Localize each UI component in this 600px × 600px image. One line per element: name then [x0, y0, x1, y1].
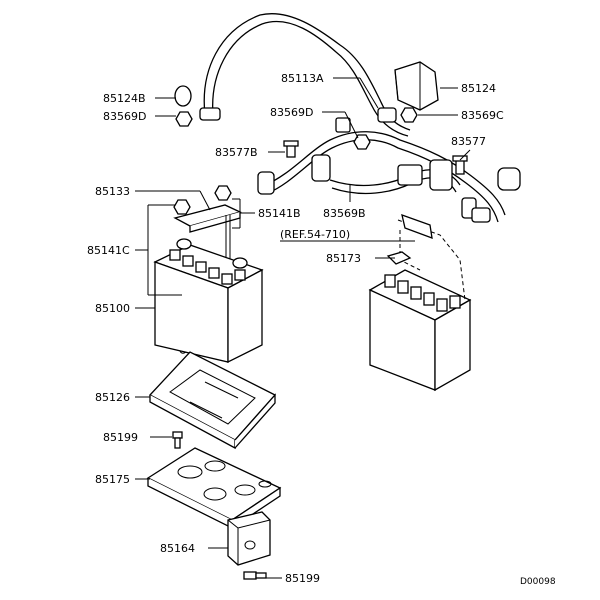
label-85100: 85100: [95, 302, 130, 315]
label-85141b: 85141B: [258, 207, 301, 220]
label-ref: (REF.54-710): [280, 228, 350, 241]
label-85124b: 85124B: [103, 92, 146, 105]
label-83577: 83577: [451, 135, 486, 148]
label-83569d-mid: 83569D: [270, 106, 313, 119]
bracket-85164: [227, 511, 271, 566]
label-85173: 85173: [326, 252, 361, 265]
label-83569d: 83569D: [103, 110, 146, 123]
drawing-number: D00098: [520, 577, 556, 587]
label-85133: 85133: [95, 185, 130, 198]
nut-hold-down: [173, 185, 232, 215]
bolt-85199: [172, 431, 183, 449]
tray-bracket-85175: [146, 447, 282, 530]
terminal-cover-85124b: [174, 85, 192, 107]
nut-83569d-mid: [353, 134, 371, 150]
label-85199-bottom: 85199: [285, 572, 320, 585]
battery-reference: [368, 213, 472, 392]
terminal-cover-85124: [394, 61, 439, 111]
label-83577b: 83577B: [215, 146, 258, 159]
bolt-83577b: [283, 140, 299, 158]
battery-tray-85126: [148, 351, 277, 450]
label-83569c: 83569C: [461, 109, 504, 122]
label-85124: 85124: [461, 82, 496, 95]
battery-85100: [153, 238, 264, 364]
label-85175: 85175: [95, 473, 130, 486]
label-85113a: 85113A: [281, 72, 324, 85]
wiring-harness-85113a: [199, 13, 521, 223]
label-85141c: 85141C: [87, 244, 130, 257]
nut-83569c: [400, 107, 418, 123]
bolt-85199-bottom: [243, 571, 267, 580]
label-83569b: 83569B: [323, 207, 366, 220]
battery-hold-down-85133: [173, 204, 242, 233]
label-85164: 85164: [160, 542, 195, 555]
label-85199: 85199: [103, 431, 138, 444]
nut-83569d: [175, 111, 193, 127]
leader-lines: [135, 77, 471, 579]
label-85126: 85126: [95, 391, 130, 404]
